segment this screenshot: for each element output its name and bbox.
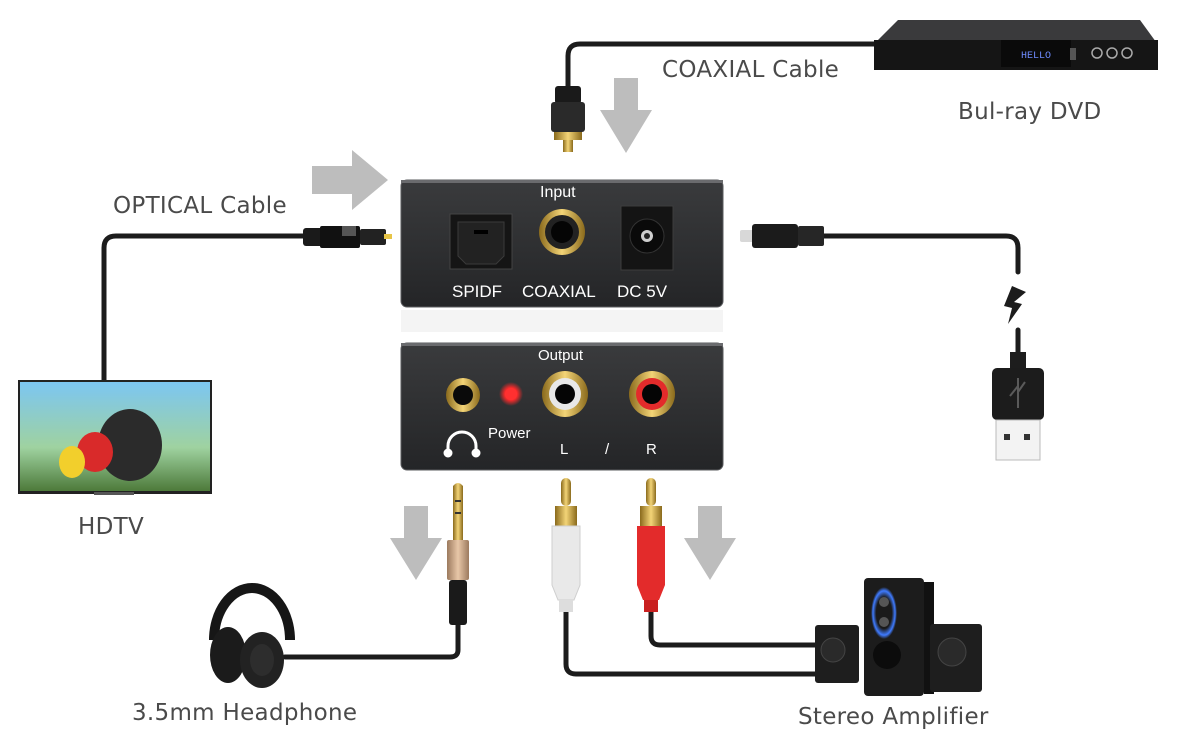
dvd-button[interactable] bbox=[1121, 47, 1133, 59]
arrow-right-icon bbox=[312, 150, 388, 210]
dc-barrel-plug bbox=[740, 224, 824, 248]
arrow-down-icon bbox=[600, 78, 652, 153]
optical-plug bbox=[303, 226, 392, 248]
usb-icon bbox=[1009, 378, 1026, 408]
output-panel-title: Output bbox=[538, 347, 584, 364]
power-led bbox=[499, 382, 523, 406]
rca-right-port[interactable] bbox=[629, 371, 675, 417]
arrow-down-icon bbox=[390, 506, 442, 580]
direction-arrows bbox=[312, 78, 736, 580]
rca-red-plug bbox=[637, 478, 665, 612]
coaxial-port[interactable] bbox=[539, 209, 585, 255]
rca-white-cable-wire bbox=[563, 607, 823, 677]
hdtv bbox=[18, 380, 212, 495]
arrow-down-icon bbox=[684, 506, 736, 580]
panel-reflection bbox=[401, 310, 723, 332]
input-panel bbox=[400, 179, 724, 308]
optical-cable-label: OPTICAL Cable bbox=[113, 193, 287, 219]
dvd-button[interactable] bbox=[1091, 47, 1103, 59]
headphones bbox=[209, 583, 295, 688]
headphone-icon bbox=[443, 430, 481, 458]
headphone-cable-wire bbox=[282, 622, 461, 660]
coaxial-cable-wire bbox=[565, 41, 883, 91]
coaxial-plug bbox=[551, 86, 585, 152]
bluray-label: Bul-ray DVD bbox=[958, 99, 1102, 125]
bluray-player: HELLO bbox=[874, 20, 1158, 70]
input-panel-title: Input bbox=[540, 184, 576, 201]
spdif-port[interactable] bbox=[449, 213, 513, 270]
usb-plug bbox=[992, 352, 1044, 461]
right-channel-label: R bbox=[646, 441, 657, 458]
coaxial-port-label: COAXIAL bbox=[522, 282, 596, 301]
hdtv-label: HDTV bbox=[78, 514, 144, 540]
coaxial-cable-label: COAXIAL Cable bbox=[662, 57, 840, 83]
dvd-display-text: HELLO bbox=[1021, 51, 1051, 62]
headphone-jack[interactable] bbox=[446, 378, 480, 412]
tv-screen-character bbox=[98, 409, 162, 481]
headphone-label: 3.5mm Headphone bbox=[132, 700, 358, 726]
lightning-icon bbox=[1004, 286, 1026, 324]
amplifier-label: Stereo Amplifier bbox=[798, 704, 989, 730]
power-label: Power bbox=[488, 425, 531, 442]
optical-cable-wire bbox=[101, 233, 308, 383]
cables bbox=[101, 41, 1021, 677]
dc-5v-port-label: DC 5V bbox=[617, 282, 668, 301]
left-channel-label: L bbox=[560, 441, 569, 458]
rca-left-port[interactable] bbox=[542, 371, 588, 417]
power-cable-wire bbox=[819, 233, 1021, 275]
dvd-button[interactable] bbox=[1106, 47, 1118, 59]
stereo-speakers bbox=[815, 578, 982, 696]
spdif-port-label: SPIDF bbox=[452, 282, 503, 301]
rca-red-cable-wire bbox=[648, 607, 823, 648]
output-panel bbox=[400, 342, 724, 471]
channel-separator: / bbox=[605, 441, 610, 458]
rca-white-plug bbox=[551, 478, 581, 612]
headphone-plug bbox=[447, 483, 469, 625]
dc-5v-port[interactable] bbox=[620, 205, 674, 271]
